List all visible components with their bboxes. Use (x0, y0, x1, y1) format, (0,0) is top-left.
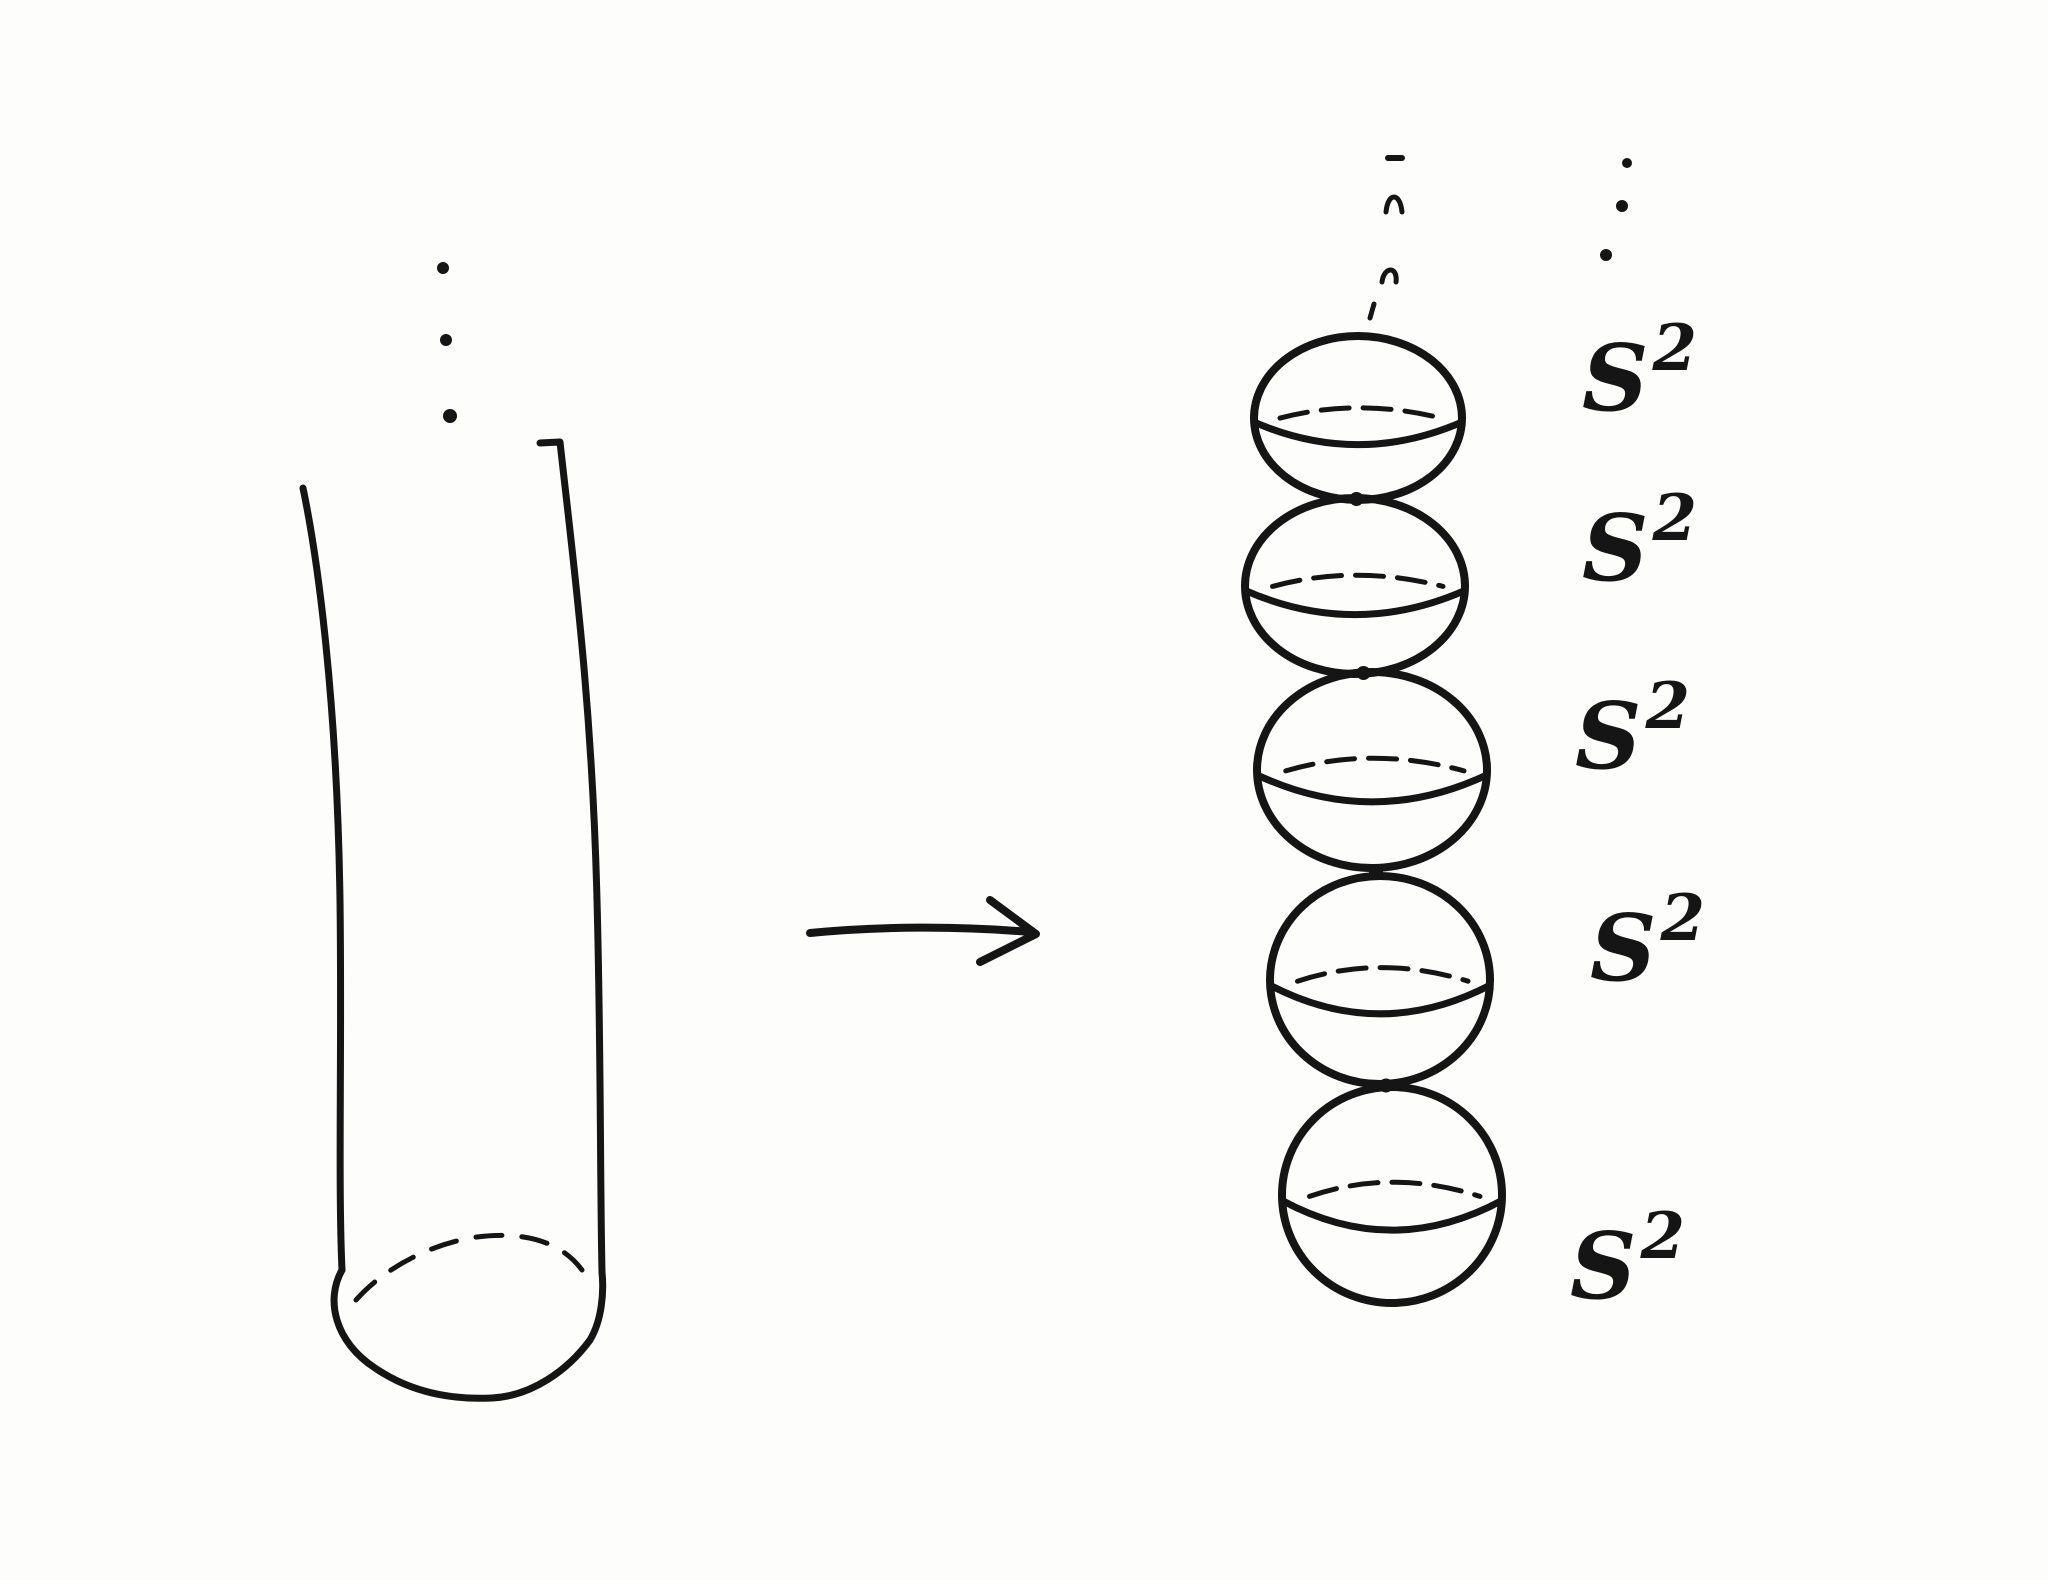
cylinder-continuation-dots (437, 262, 457, 423)
sphere-label-2: S2 (1582, 481, 1697, 602)
chain-continuation-dots (1367, 155, 1405, 321)
sphere-1 (1250, 332, 1466, 504)
label-continuation-dots (1600, 158, 1632, 261)
sphere-label-base: S (1575, 682, 1641, 790)
capped-cylinder (299, 262, 607, 1402)
sphere-wedge-point (1369, 865, 1383, 879)
cylinder-cap-back-dashed (353, 1232, 585, 1303)
sphere-4 (1266, 865, 1494, 1088)
sphere-equator-back-dashed (1283, 755, 1467, 774)
sphere-label-1: S2 (1582, 311, 1697, 432)
sphere-equator-front (1250, 418, 1466, 449)
sphere-3 (1253, 666, 1491, 872)
sphere-equator-back-dashed (1270, 572, 1446, 589)
sphere-equator-front (1253, 771, 1491, 806)
cylinder-cap-front (330, 1266, 607, 1402)
sphere-label-base: S (1582, 494, 1648, 602)
sphere-label-exponent: 2 (1659, 881, 1705, 956)
cylinder-left-wall (299, 484, 346, 1274)
sphere-label-exponent: 2 (1639, 1199, 1685, 1274)
sphere-wedge-point (1379, 1078, 1393, 1093)
sphere-label-base: S (1590, 894, 1656, 1002)
sphere-equator-back-dashed (1307, 1179, 1483, 1199)
sphere-2 (1241, 492, 1469, 678)
sphere-label-exponent: 2 (1651, 311, 1697, 386)
sphere-5 (1278, 1078, 1506, 1307)
sphere-label-3: S2 (1575, 669, 1690, 790)
sphere-label-base: S (1582, 324, 1648, 432)
sphere-wedge-point (1356, 666, 1371, 680)
sphere-wedge-point (1349, 492, 1364, 506)
sphere-equator-back-dashed (1277, 405, 1444, 421)
right-arrow-icon (806, 896, 1040, 966)
sphere-label-exponent: 2 (1644, 669, 1690, 744)
sphere-list (1241, 332, 1506, 1307)
sphere-equator-back-dashed (1295, 965, 1471, 984)
sphere-label-4: S2 (1590, 881, 1705, 1002)
sphere-label-5: S2 (1570, 1199, 1685, 1320)
sphere-label-exponent: 2 (1651, 481, 1697, 556)
sphere-equator-front (1241, 586, 1469, 619)
cylinder-right-wall (536, 438, 606, 1276)
sphere-equator-front (1266, 981, 1494, 1018)
sphere-equator-front (1278, 1196, 1506, 1234)
sphere-label-base: S (1570, 1212, 1636, 1320)
